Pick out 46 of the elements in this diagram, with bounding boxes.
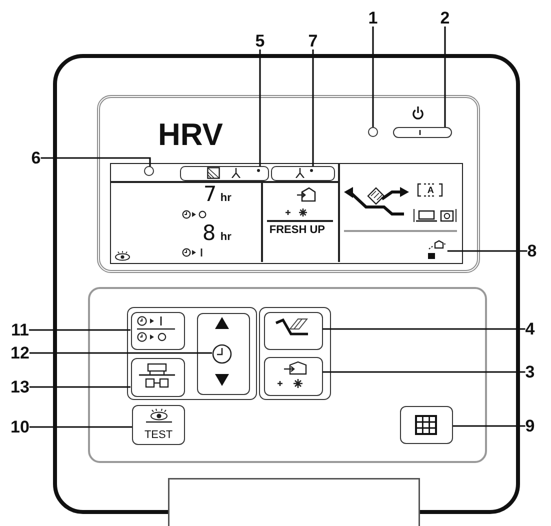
leader-line [29, 426, 132, 428]
callout-number: 11 [11, 322, 29, 338]
callout-number: 3 [525, 364, 535, 380]
callout-number: 4 [525, 320, 535, 338]
callout-number: 6 [31, 150, 41, 166]
fan-button [264, 356, 322, 396]
timer-button [130, 312, 184, 350]
leader-line [322, 371, 526, 373]
test-button: TEST [132, 405, 185, 445]
power-button [393, 127, 452, 138]
leader-line [372, 26, 374, 127]
mode-label: FRESH UP [269, 225, 326, 236]
product-label: HRV [158, 119, 223, 150]
callout-number: 8 [527, 242, 537, 260]
mode-letter: A [427, 186, 434, 196]
grid-button [400, 406, 453, 444]
callout-number: 5 [255, 32, 265, 50]
display-segment [271, 166, 336, 182]
callout-number: 7 [308, 32, 318, 50]
callout-number: 13 [10, 378, 30, 396]
leader-line [259, 50, 261, 166]
unit-icon [427, 240, 448, 260]
callout-number: 12 [10, 344, 30, 362]
leader-line [29, 386, 130, 388]
clock-icon [212, 344, 232, 364]
timer-digit: 7 [203, 184, 217, 206]
ventilator-button [130, 358, 184, 396]
mode-button [264, 312, 322, 350]
leader-line [322, 328, 526, 330]
leader-line [40, 157, 151, 166]
callout-number: 2 [440, 10, 450, 26]
leader-line [453, 425, 526, 427]
lamp-icon [368, 127, 378, 137]
leader-line [29, 329, 130, 331]
leader-line [29, 352, 212, 354]
callout-number: 10 [10, 418, 30, 436]
leader-line [444, 26, 446, 127]
timer-digit: 8 [202, 223, 216, 244]
callout-number: 9 [525, 418, 535, 434]
unit-label: hr [220, 193, 232, 204]
unit-label: hr [220, 232, 232, 244]
callout-number: 1 [368, 10, 378, 26]
display-segment [180, 166, 270, 182]
ring-icon [144, 166, 154, 176]
leader-line [447, 250, 528, 252]
leader-line [312, 50, 314, 166]
